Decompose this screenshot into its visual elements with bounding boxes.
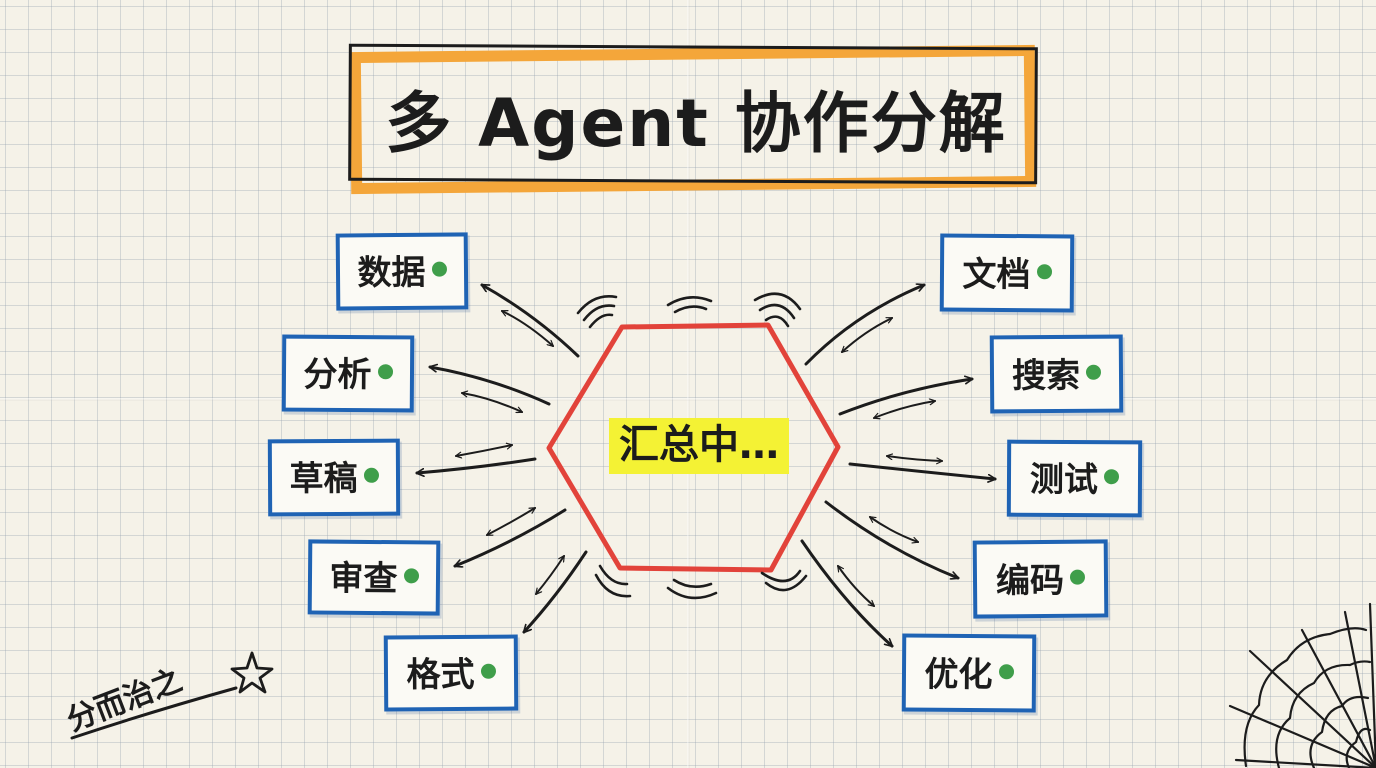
agent-node-label: 草稿 <box>289 458 358 500</box>
status-dot-icon <box>1085 364 1102 380</box>
return-arrow-测试 <box>885 453 944 465</box>
status-dot-icon <box>431 261 447 277</box>
status-dot-icon <box>403 568 419 584</box>
arrow-to-优化 <box>800 539 894 648</box>
agent-node-label: 格式 <box>406 654 475 695</box>
agent-node-test: 测试 <box>1006 439 1143 518</box>
paper-fold-vertical <box>687 0 690 768</box>
agent-node-analysis: 分析 <box>281 334 415 413</box>
vibration-marks <box>576 292 808 600</box>
center-hub: 汇总中… <box>585 416 813 476</box>
page-title: 多 Agent 协作分解 <box>385 85 1007 162</box>
spider-web-icon <box>1228 602 1376 768</box>
paper-fold-horizontal <box>0 398 1376 401</box>
status-dot-icon <box>1036 263 1052 279</box>
return-arrow-草稿 <box>454 442 514 459</box>
return-arrow-编码 <box>868 516 920 544</box>
status-dot-icon <box>480 663 496 679</box>
agent-node-label: 优化 <box>924 654 993 695</box>
center-hexagon <box>546 322 841 573</box>
motto-underline <box>70 686 238 740</box>
agent-node-code: 编码 <box>972 539 1109 619</box>
star-icon <box>230 651 274 694</box>
return-arrow-优化 <box>837 564 876 607</box>
arrow-to-测试 <box>848 462 995 479</box>
agent-node-docs: 文档 <box>939 233 1075 313</box>
agent-node-label: 分析 <box>303 354 372 396</box>
center-status-label: 汇总中… <box>609 418 789 474</box>
agent-node-label: 文档 <box>962 254 1031 295</box>
title-box: 多 Agent 协作分解 <box>352 48 1040 188</box>
arrow-to-搜索 <box>838 379 972 416</box>
arrow-to-文档 <box>804 285 924 366</box>
agent-node-data: 数据 <box>335 232 469 311</box>
agent-node-label: 数据 <box>357 252 426 294</box>
arrow-to-编码 <box>824 500 958 578</box>
agent-node-search: 搜索 <box>989 334 1124 414</box>
left-connectors <box>417 283 588 634</box>
agent-node-format: 格式 <box>383 634 519 712</box>
agent-node-draft: 草稿 <box>267 438 401 517</box>
arrow-to-草稿 <box>417 457 537 473</box>
agent-node-label: 测试 <box>1029 459 1099 501</box>
agent-node-optimize: 优化 <box>901 633 1037 713</box>
status-dot-icon <box>1069 569 1086 585</box>
title-frame-outline <box>348 43 1038 185</box>
return-arrow-分析 <box>460 390 524 414</box>
return-arrow-文档 <box>840 317 894 353</box>
status-dot-icon <box>363 467 379 483</box>
status-dot-icon <box>1103 469 1120 485</box>
agent-node-label: 编码 <box>995 560 1065 601</box>
status-dot-icon <box>998 663 1014 679</box>
return-arrow-数据 <box>500 310 555 347</box>
title-frame <box>348 43 1038 195</box>
return-arrow-搜索 <box>872 398 937 420</box>
arrow-to-审查 <box>455 508 567 566</box>
right-connectors <box>800 285 995 648</box>
return-arrow-审查 <box>485 507 537 536</box>
arrow-to-数据 <box>480 283 580 358</box>
agent-node-label: 审查 <box>329 558 398 600</box>
agent-node-review: 审查 <box>307 539 441 616</box>
agent-node-label: 搜索 <box>1011 355 1081 396</box>
arrow-to-格式 <box>522 550 588 634</box>
arrow-to-分析 <box>430 367 551 406</box>
title-frame-orange <box>349 44 1037 195</box>
status-dot-icon <box>377 364 393 380</box>
return-arrow-格式 <box>535 554 565 596</box>
